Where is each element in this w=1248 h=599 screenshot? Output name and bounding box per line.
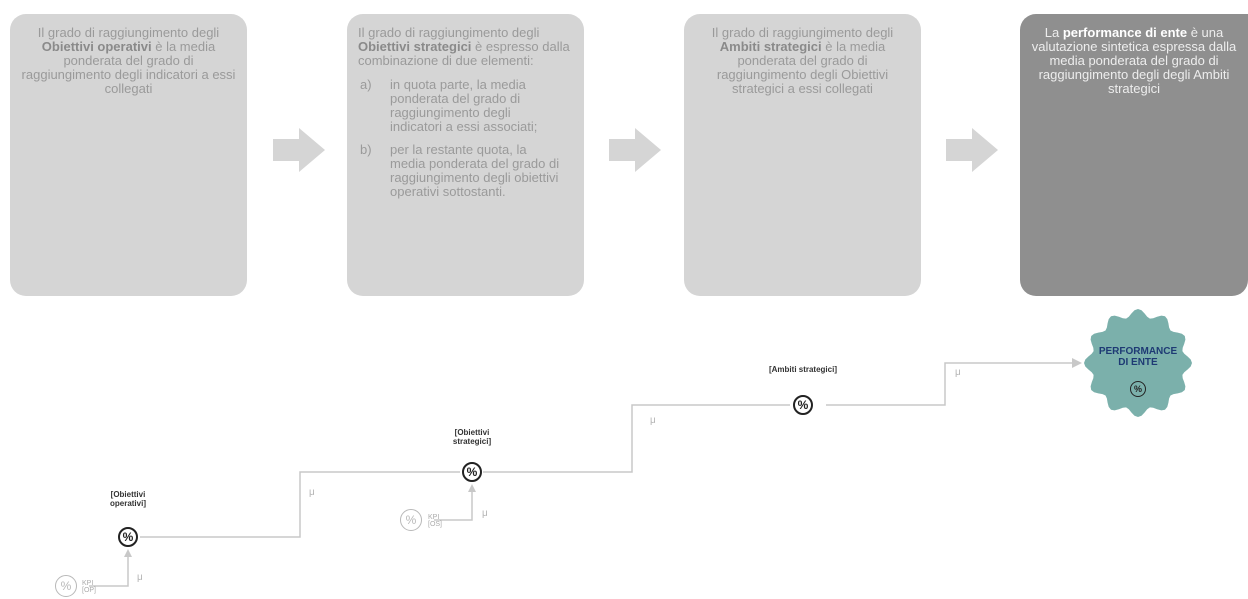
- card-text: La: [1044, 25, 1063, 40]
- list-text: per la restante quota, la media ponderat…: [390, 142, 560, 199]
- right-arrow-icon: [946, 128, 998, 172]
- node-label-obiettivi-strategici: [Obiettivi strategici]: [452, 428, 492, 446]
- kpi-label-line: [OP]: [82, 587, 97, 594]
- list-marker: a): [360, 77, 372, 92]
- card-list: a) in quota parte, la media ponderata de…: [358, 78, 574, 199]
- performance-title: PERFORMANCE DI ENTE: [1080, 346, 1196, 368]
- card-ambiti-strategici: Il grado di raggiungimento degli Ambiti …: [684, 14, 921, 296]
- performance-badge-shape: [1084, 309, 1192, 417]
- connector-kpi-op: [89, 555, 129, 587]
- kpi-label-op: KPI [OP]: [82, 580, 96, 594]
- card-text: è la media ponderata del grado di raggiu…: [716, 39, 889, 96]
- percent-icon: %: [793, 395, 813, 415]
- percent-icon: %: [462, 462, 482, 482]
- right-arrow-icon: [609, 128, 661, 172]
- connector-os-to-as: [483, 404, 790, 473]
- performance-badge: PERFORMANCE DI ENTE %: [1080, 308, 1196, 418]
- mu-label: μ: [137, 572, 143, 583]
- list-item: a) in quota parte, la media ponderata de…: [358, 78, 574, 134]
- list-marker: b): [360, 142, 372, 157]
- card-performance-di-ente: La performance di ente è una valutazione…: [1020, 14, 1248, 296]
- card-bold-term: Obiettivi strategici: [358, 39, 472, 54]
- percent-icon: %: [118, 527, 138, 547]
- list-item: b) per la restante quota, la media ponde…: [358, 143, 574, 199]
- arrowhead: [468, 484, 476, 492]
- card-text: è la media ponderata del grado di raggiu…: [21, 39, 236, 96]
- card-text: Il grado di raggiungimento degli: [358, 25, 540, 40]
- card-text: è una valutazione sintetica espressa dal…: [1031, 25, 1237, 96]
- card-text: Il grado di raggiungimento degli: [37, 25, 220, 40]
- card-obiettivi-strategici: Il grado di raggiungimento degli Obietti…: [347, 14, 584, 296]
- kpi-label-line: KPI: [428, 514, 440, 521]
- connector-as-to-performance: [826, 362, 1076, 406]
- performance-title-line: DI ENTE: [1118, 357, 1158, 368]
- kpi-percent-icon: %: [400, 509, 422, 531]
- mu-label: μ: [482, 508, 488, 519]
- kpi-percent-icon: %: [55, 575, 77, 597]
- card-text: è espresso dalla combinazione di due ele…: [358, 39, 570, 68]
- connector-kpi-os: [434, 490, 473, 521]
- right-arrow-icon: [273, 128, 325, 172]
- arrowhead: [1072, 358, 1082, 368]
- connector-op-to-os: [140, 471, 460, 538]
- mu-label: μ: [309, 487, 315, 498]
- mu-label: μ: [955, 367, 961, 378]
- performance-title-line: PERFORMANCE: [1098, 346, 1178, 357]
- kpi-label-line: [OS]: [428, 521, 443, 528]
- percent-icon: %: [1130, 381, 1146, 397]
- node-label-ambiti-strategici: [Ambiti strategici]: [768, 365, 837, 374]
- kpi-label-line: KPI: [82, 580, 94, 587]
- card-bold-term: Obiettivi operativi: [41, 39, 152, 54]
- card-bold-term: Ambiti strategici: [719, 39, 822, 54]
- card-text: Il grado di raggiungimento degli: [711, 25, 894, 40]
- card-obiettivi-operativi: Il grado di raggiungimento degli Obietti…: [10, 14, 247, 296]
- kpi-label-os: KPI [OS]: [428, 514, 442, 528]
- mu-label: μ: [650, 415, 656, 426]
- node-label-obiettivi-operativi: [Obiettivi operativi]: [109, 490, 146, 508]
- arrowhead: [124, 549, 132, 557]
- list-text: in quota parte, la media ponderata del g…: [390, 77, 538, 134]
- card-bold-term: performance di ente: [1062, 25, 1188, 40]
